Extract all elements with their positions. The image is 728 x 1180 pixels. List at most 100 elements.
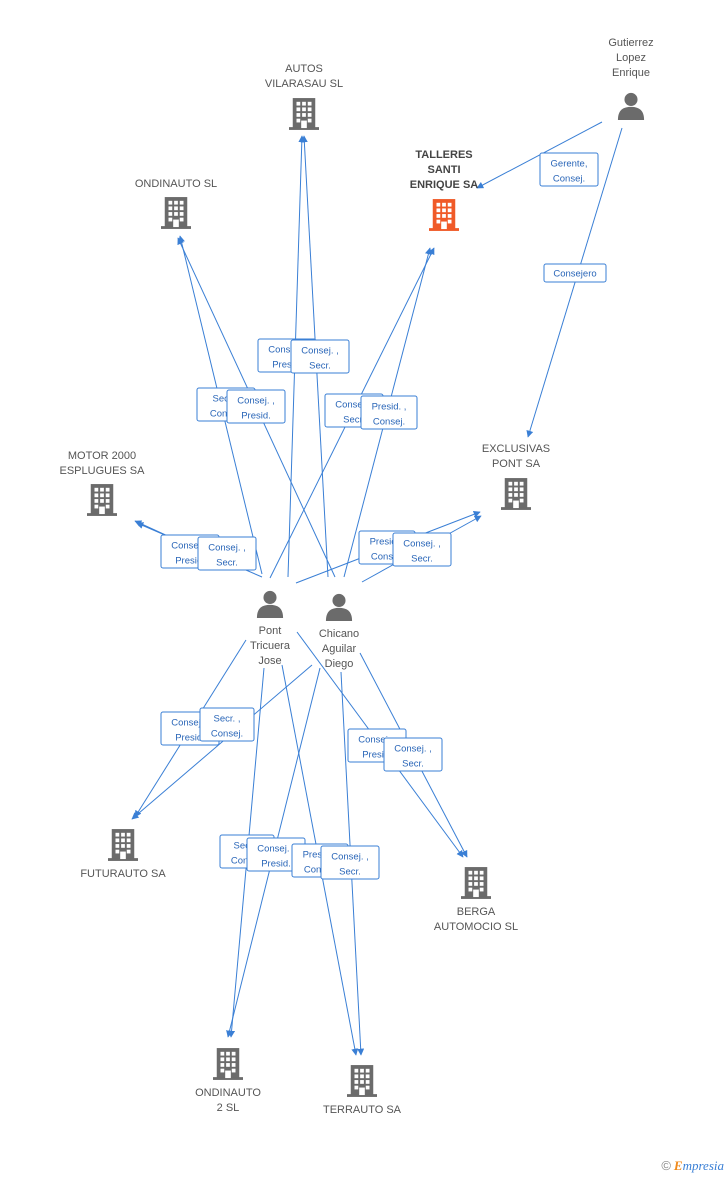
node-label-line: FUTURAUTO SA: [80, 868, 166, 880]
person-icon: [256, 590, 284, 618]
role-label-text: Consej. ,Presid.: [268, 345, 306, 371]
role-label-box: [199, 707, 255, 742]
building-icon: [289, 98, 319, 130]
node-label-line: Gutierrez: [608, 37, 653, 49]
role-label-box: [197, 536, 257, 571]
role-label-text: Secr. ,Consej.: [210, 394, 242, 420]
building-icon: [347, 1065, 377, 1097]
role-label-line: Secr. ,: [214, 714, 241, 725]
role-label-box: [392, 532, 452, 567]
role-label-line: Secr.: [339, 867, 361, 878]
role-label[interactable]: Consej. , Secr.: [320, 845, 380, 880]
node-label-line: ONDINAUTO: [195, 1087, 261, 1099]
role-label-line: Consej. ,: [237, 396, 275, 407]
role-label[interactable]: Presid. ,Consej.: [360, 395, 418, 430]
building-icon: [108, 829, 138, 861]
node-label-line: ESPLUGUES SA: [60, 465, 146, 477]
role-label-text: Consej. ,Presid.: [358, 735, 396, 761]
company-node-futurauto[interactable]: FUTURAUTO SA: [80, 829, 166, 880]
role-label-line: Consej. ,: [335, 400, 373, 411]
node-label-line: TALLERES: [415, 149, 472, 161]
node-label-line: PONT SA: [492, 458, 541, 470]
role-label[interactable]: Consej. , Secr.: [392, 532, 452, 567]
role-label-line: Presid. ,: [303, 850, 338, 861]
company-node-talleres[interactable]: TALLERES SANTI ENRIQUE SA: [410, 149, 479, 231]
role-label[interactable]: Consej. , Secr.: [197, 536, 257, 571]
company-node-terrauto[interactable]: TERRAUTO SA: [323, 1065, 402, 1116]
node-label-line: Tricuera: [250, 640, 291, 652]
company-node-berga[interactable]: BERGA AUTOMOCIO SL: [434, 867, 518, 933]
node-label-line: Jose: [258, 655, 281, 667]
role-label[interactable]: Gerente,Consej.: [539, 152, 599, 187]
company-node-ondinauto[interactable]: ONDINAUTO SL: [135, 178, 217, 229]
role-label-line: Consej. ,: [208, 543, 246, 554]
role-label-text: Consej. , Presid.: [237, 396, 275, 422]
person-icon: [617, 92, 645, 120]
node-label-line: Chicano: [319, 628, 359, 640]
role-label-line: Consej.: [211, 729, 243, 740]
role-label[interactable]: Consej. ,Secr.: [383, 737, 443, 772]
credit[interactable]: ©Empresia: [661, 1158, 724, 1174]
role-label-text: Presid. ,Consej.: [372, 402, 407, 428]
edges: [131, 121, 623, 1056]
role-label-line: Consej. ,: [403, 539, 441, 550]
role-label[interactable]: Consej. ,Secr.: [290, 339, 350, 374]
role-label-line: Secr.: [216, 558, 238, 569]
role-label-box: [290, 339, 350, 374]
node-label-line: Pont: [259, 625, 282, 637]
person-icon: [325, 593, 353, 621]
node-label-line: Lopez: [616, 52, 646, 64]
node-label-line: BERGA: [457, 906, 496, 918]
node-label-line: AUTOS: [285, 63, 323, 75]
role-label-line: Consej.: [373, 417, 405, 428]
role-label-line: Secr.: [411, 554, 433, 565]
building-icon: [501, 478, 531, 510]
copyright-symbol: ©: [661, 1158, 671, 1173]
node-label-line: ENRIQUE SA: [410, 179, 479, 191]
role-label-text: Presid. ,Consej.: [303, 850, 338, 876]
role-label[interactable]: Consej. , Presid.: [226, 389, 286, 424]
role-label[interactable]: Secr. , Consej.: [199, 707, 255, 742]
node-label-line: AUTOMOCIO SL: [434, 921, 518, 933]
building-icon: [429, 199, 459, 231]
building-icon: [161, 197, 191, 229]
role-label-line: Consej. ,: [331, 852, 369, 863]
role-label-box: [226, 389, 286, 424]
role-label-line: Gerente,: [551, 159, 588, 170]
node-label-line: Enrique: [612, 67, 650, 79]
role-label-line: Presid.: [241, 411, 271, 422]
role-label-box: [383, 737, 443, 772]
role-label-line: Presid.: [362, 750, 392, 761]
role-label-line: Consej. ,: [268, 345, 306, 356]
node-label-line: TERRAUTO SA: [323, 1104, 402, 1116]
node-label: FUTURAUTO SA: [80, 868, 166, 880]
brand-initial: E: [673, 1158, 683, 1173]
role-label[interactable]: Consej. ,Presid.: [246, 837, 306, 872]
role-label-line: Secr.: [402, 759, 424, 770]
role-label-text: Consej. ,Secr.: [394, 744, 432, 770]
node-label-line: SANTI: [428, 164, 461, 176]
role-label-line: Secr.: [343, 415, 365, 426]
role-label[interactable]: Consejero: [543, 263, 607, 283]
node-label-line: Diego: [325, 658, 354, 670]
role-label-line: Presid. ,: [370, 537, 405, 548]
role-label-box: [320, 845, 380, 880]
node-label-line: ONDINAUTO SL: [135, 178, 217, 190]
role-label-text: Consej. ,Presid.: [257, 844, 295, 870]
node-label-line: Aguilar: [322, 643, 357, 655]
